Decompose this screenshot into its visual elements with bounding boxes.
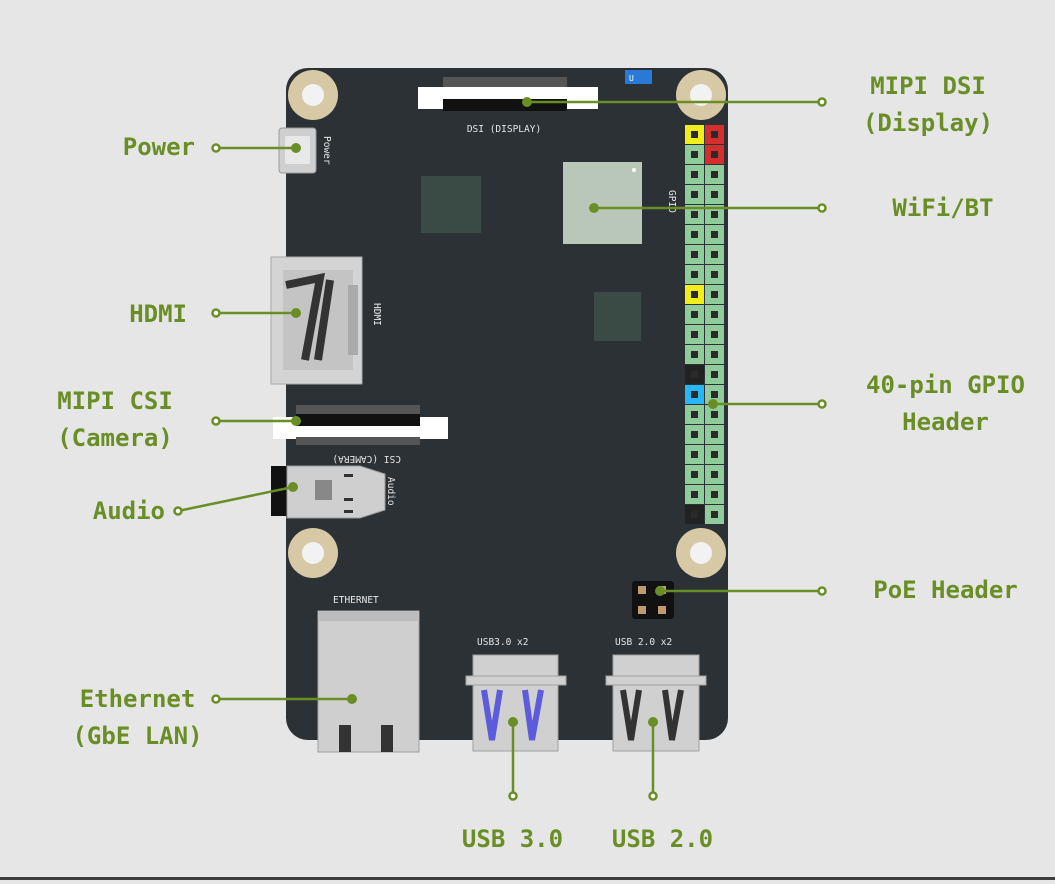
gpio-pin-contact [711,151,718,158]
label-mipi-csi: MIPI CSI (Camera) [57,387,173,452]
gpio-pin-contact [691,431,698,438]
gpio-pin-contact [691,351,698,358]
callout-lines [173,97,827,801]
gpio-pin-contact [711,271,718,278]
gpio-pin-contact [691,291,698,298]
gpio-pin-contact [691,171,698,178]
gpio-pin-contact [691,251,698,258]
gpio-pin-contact [711,431,718,438]
silk-hdmi: HDMI [371,303,382,326]
silk-dsi: DSI (DISPLAY) [467,124,541,135]
gpio-pin-contact [691,131,698,138]
gpio-pin-contact [711,251,718,258]
ethernet-port [317,610,420,753]
gpio-pin-contact [711,371,718,378]
silk-gpio: GPIO [666,190,677,213]
gpio-pin-contact [711,231,718,238]
gpio-pin-contact [691,411,698,418]
gpio-pin-contact [691,151,698,158]
gpio-pin-contact [711,291,718,298]
gpio-pin-contact [691,451,698,458]
gpio-pin-contact [691,331,698,338]
blue-component [625,70,652,84]
gpio-pin-contact [691,511,698,518]
dsi-connector [418,77,598,111]
mounting-holes [288,70,726,578]
bottom-edge [0,877,1055,880]
wifi-bt-module [563,162,642,244]
label-wifi-bt: WiFi/BT [892,194,994,222]
label-mipi-dsi: MIPI DSI (Display) [862,72,994,137]
silk-power: Power [321,136,332,165]
gpio-pin-contact [691,471,698,478]
gpio-pin-contact [691,211,698,218]
gpio-pin-contact [691,231,698,238]
gpio-pin-contact [691,191,698,198]
label-hdmi: HDMI [129,300,187,328]
callout-endpoints [288,97,718,727]
gpio-pin-contact [711,211,718,218]
gpio-pin-contact [711,351,718,358]
gpio-pin-contact [711,191,718,198]
silk-usb3: USB3.0 x2 [477,637,528,648]
gpio-pin-contact [711,311,718,318]
gpio-pin-contact [711,131,718,138]
label-gpio: 40-pin GPIO Header [866,371,1025,436]
label-poe: PoE Header [873,576,1018,604]
gpio-pin-contact [711,451,718,458]
label-usb2: USB 2.0 [611,825,714,853]
gpio-pin-contact [711,411,718,418]
svg-text:U: U [629,74,634,83]
gpio-pin-contact [711,171,718,178]
usb3-port [465,654,567,752]
label-usb3: USB 3.0 [461,825,564,853]
soc-chip [421,176,481,233]
silk-audio: Audio [385,477,396,506]
label-power: Power [122,133,195,161]
gpio-pin-contact [691,391,698,398]
gpio-pin-contact [711,491,718,498]
gpio-pin-contact [711,391,718,398]
gpio-header [685,125,724,524]
ram-chip [594,292,641,341]
silk-usb2: USB 2.0 x2 [615,637,672,648]
gpio-pin-contact [691,271,698,278]
hdmi-port [270,256,363,385]
gpio-pin-contact [691,311,698,318]
gpio-pin-contact [711,471,718,478]
gpio-pin-contact [691,371,698,378]
gpio-pin-contact [711,331,718,338]
silk-csi: CSI (CAMERA) [332,453,401,464]
gpio-pin-contact [691,491,698,498]
audio-jack [271,465,386,519]
usb2-port [605,654,707,752]
label-audio: Audio [92,497,165,525]
silk-ethernet: ETHERNET [333,595,379,606]
gpio-pin-contact [711,511,718,518]
csi-connector [273,405,448,445]
poe-header [632,581,674,619]
label-ethernet: Ethernet (GbE LAN) [72,685,203,750]
